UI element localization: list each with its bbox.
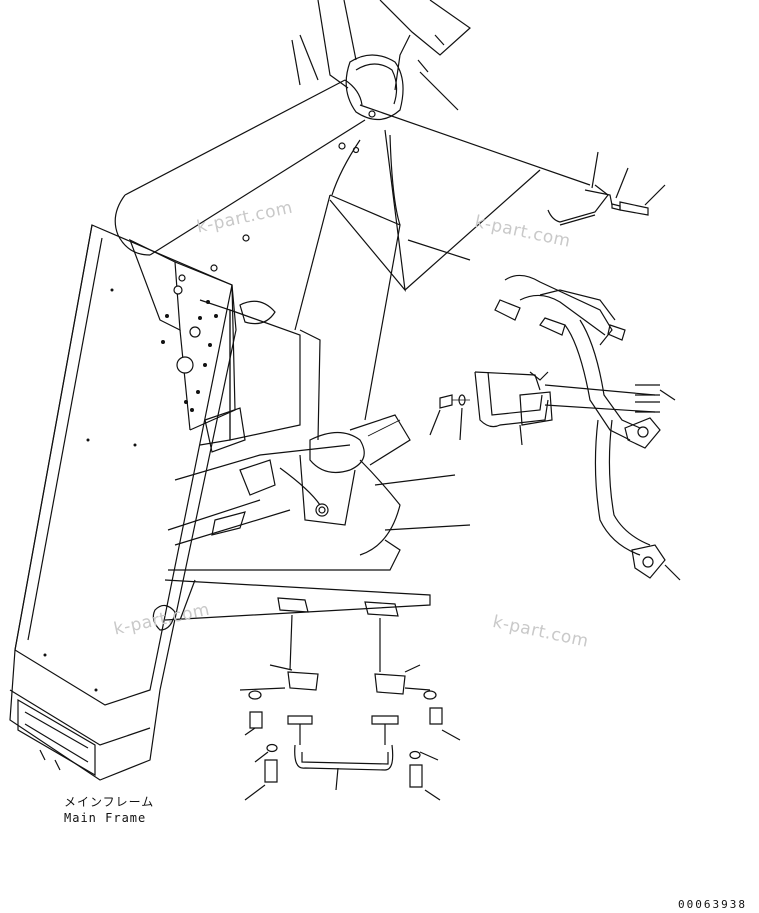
main-frame-column: [9, 224, 237, 781]
leader-lines: [367, 399, 470, 437]
handrail-bracket: [429, 371, 676, 446]
center-saddle: [279, 414, 471, 556]
lower-frame: [152, 444, 431, 631]
main-frame-label: メインフレーム Main Frame: [64, 794, 154, 826]
central-support: [199, 134, 401, 453]
hose-assembly: [494, 274, 681, 581]
cross-beam: [114, 79, 591, 292]
main-frame-label-japanese: メインフレーム: [64, 795, 155, 809]
main-frame-label-english: Main Frame: [64, 811, 147, 825]
drawing-code: 00063938: [678, 898, 747, 911]
step-assembly: [239, 597, 461, 801]
upper-boom-structure: [291, 0, 471, 121]
upper-right-bracket-group: [407, 151, 666, 261]
